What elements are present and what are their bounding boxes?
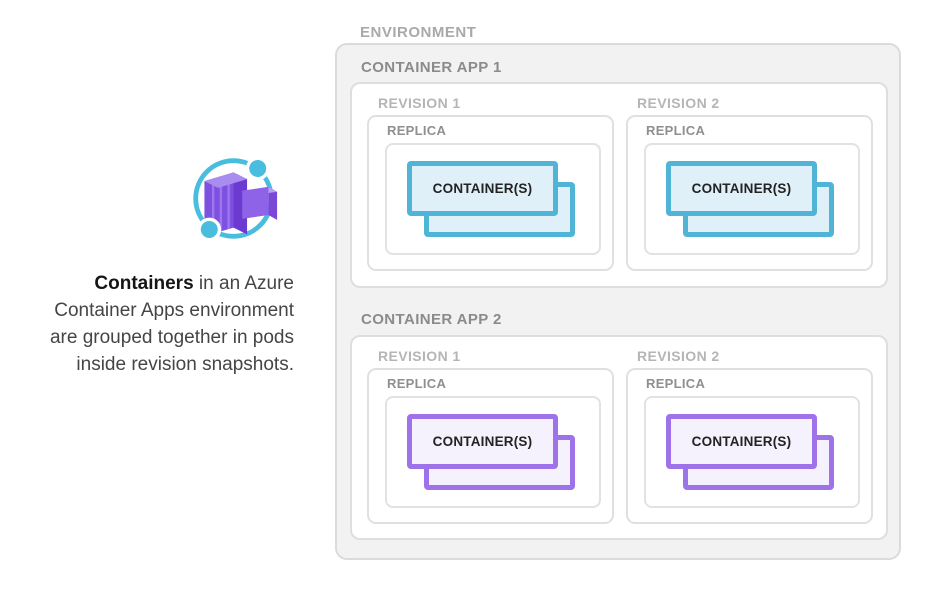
replica-box: CONTAINER(S)	[385, 143, 601, 255]
caption-lead: Containers	[94, 273, 194, 294]
container-app-label: CONTAINER APP 2	[361, 311, 502, 328]
caption-line: Containers in an Azure	[10, 270, 294, 297]
azure-container-apps-icon	[187, 149, 280, 248]
revision-label: REVISION 2	[637, 348, 720, 364]
revision-box: REPLICA CONTAINER(S)	[367, 115, 614, 271]
container-app-box: REVISION 1 REPLICA CONTAINER(S) REVISION…	[350, 335, 888, 540]
replica-box: CONTAINER(S)	[644, 396, 860, 508]
replica-box: CONTAINER(S)	[644, 143, 860, 255]
caption: Containers in an Azure Container Apps en…	[10, 270, 294, 378]
replica-label: REPLICA	[646, 123, 706, 138]
environment-box: CONTAINER APP 1 REVISION 1 REPLICA CONTA…	[335, 43, 901, 560]
replica-label: REPLICA	[387, 376, 447, 391]
replica-label: REPLICA	[646, 376, 706, 391]
revision-label: REVISION 2	[637, 95, 720, 111]
container-app-label: CONTAINER APP 1	[361, 59, 502, 76]
caption-line: inside revision snapshots.	[76, 354, 294, 375]
caption-line: are grouped together in pods	[49, 327, 294, 348]
container-box: CONTAINER(S)	[407, 414, 558, 469]
caption-line: Container Apps environment	[54, 300, 294, 321]
container-box: CONTAINER(S)	[407, 161, 558, 216]
caption-line1-rest: in an Azure	[193, 273, 294, 294]
container-box: CONTAINER(S)	[666, 161, 817, 216]
replica-box: CONTAINER(S)	[385, 396, 601, 508]
container-app-box: REVISION 1 REPLICA CONTAINER(S) REVISION…	[350, 82, 888, 288]
replica-label: REPLICA	[387, 123, 447, 138]
revision-box: REPLICA CONTAINER(S)	[626, 115, 873, 271]
revision-box: REPLICA CONTAINER(S)	[626, 368, 873, 524]
revision-label: REVISION 1	[378, 348, 461, 364]
revision-box: REPLICA CONTAINER(S)	[367, 368, 614, 524]
environment-label: ENVIRONMENT	[360, 24, 477, 41]
revision-label: REVISION 1	[378, 95, 461, 111]
container-box: CONTAINER(S)	[666, 414, 817, 469]
